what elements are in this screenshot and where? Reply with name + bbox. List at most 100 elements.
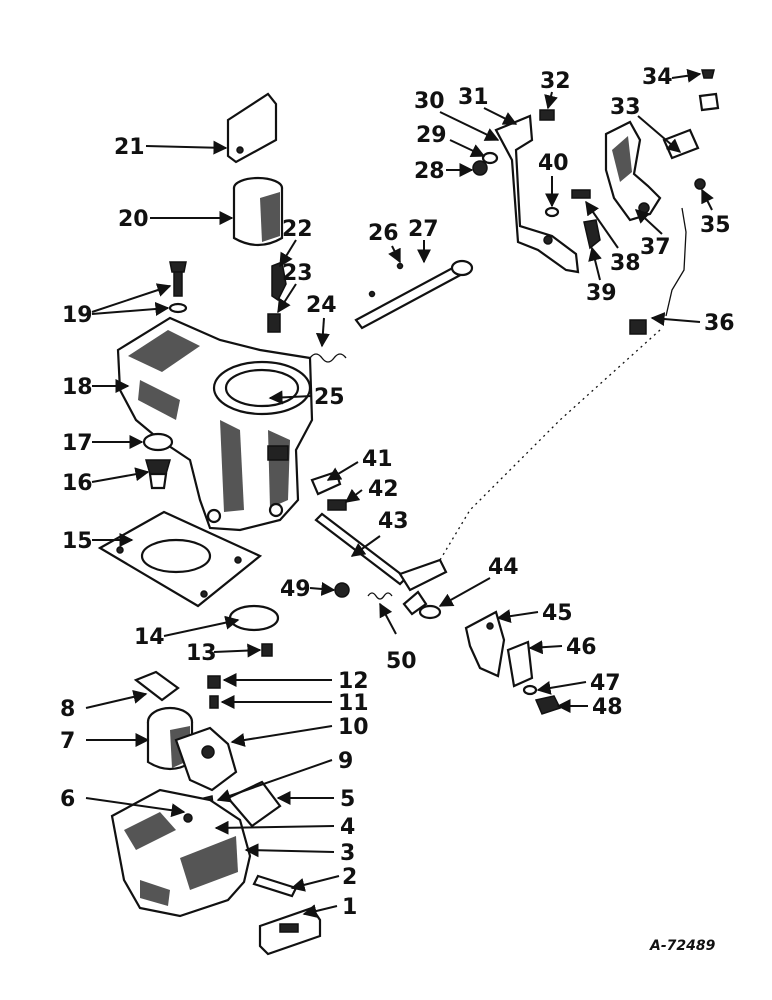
leader-36: [650, 312, 701, 327]
leader-24: [315, 317, 330, 348]
part-16-seat: [145, 459, 171, 490]
callout-13: 13: [186, 641, 217, 666]
leader-38: [585, 200, 619, 249]
callout-17: 17: [62, 431, 93, 456]
leader-39: [588, 246, 602, 281]
part-49-nut: [334, 582, 350, 598]
part-40-screw: [544, 206, 560, 218]
callout-50: 50: [386, 649, 417, 674]
callout-24: 24: [306, 293, 337, 318]
leader-16: [91, 467, 150, 483]
leader-2: [290, 875, 340, 892]
leader-23: [277, 283, 297, 314]
callout-25: 25: [314, 385, 345, 410]
leader-4: [214, 820, 335, 835]
callout-43: 43: [378, 509, 409, 534]
leader-32: [544, 91, 558, 110]
leader-21: [145, 140, 228, 155]
part-13-screw: [261, 643, 273, 657]
callout-3: 3: [340, 841, 355, 866]
part-42-screw: [327, 499, 347, 511]
leader-34: [671, 68, 702, 83]
reference-number: A-72489: [649, 938, 716, 954]
leader-37: [634, 209, 663, 235]
part-19-screw: [168, 261, 188, 314]
callout-5: 5: [340, 787, 355, 812]
callout-34: 34: [642, 65, 673, 90]
callout-41: 41: [362, 447, 393, 472]
part-48-nut: [534, 695, 562, 715]
callout-6: 6: [60, 787, 75, 812]
part-1-cover: [258, 906, 322, 956]
callout-29: 29: [416, 123, 447, 148]
part-8-float-hinge: [133, 670, 180, 702]
leader-25: [268, 390, 313, 405]
part-23-needle: [267, 313, 281, 333]
leader-33: [637, 115, 682, 153]
part-46-link: [506, 640, 534, 688]
leader-19b: [91, 302, 170, 316]
leader-30: [439, 111, 500, 141]
part-31-32-bracket: [494, 109, 580, 274]
leader-41: [326, 461, 359, 481]
callout-33: 33: [610, 95, 641, 120]
callout-42: 42: [368, 477, 399, 502]
part-29-washer: [481, 151, 499, 165]
leader-35: [701, 188, 714, 211]
leader-10: [230, 725, 333, 747]
callout-21: 21: [114, 135, 145, 160]
part-27-shaft: [354, 259, 474, 330]
callout-14: 14: [134, 625, 165, 650]
leader-22: [279, 239, 297, 268]
leader-14: [163, 615, 240, 637]
callout-7: 7: [60, 729, 75, 754]
part-5-gasket: [226, 780, 282, 828]
callout-11: 11: [338, 691, 369, 716]
callout-48: 48: [592, 695, 623, 720]
leader-50: [379, 602, 397, 635]
callout-8: 8: [60, 697, 75, 722]
callout-46: 46: [566, 635, 597, 660]
leader-lines: [85, 68, 714, 918]
part-24-spring: [309, 353, 347, 363]
part-50-spring: [367, 592, 393, 600]
callout-4: 4: [340, 815, 355, 840]
part-33-37-lever: [604, 120, 700, 222]
part-20-cylinder: [232, 176, 284, 247]
leader-49: [309, 581, 336, 596]
part-10-pump: [174, 726, 238, 792]
leader-29: [449, 139, 486, 157]
leader-13: [213, 643, 262, 658]
callout-1: 1: [342, 895, 357, 920]
part-3-bowl-body: [110, 788, 252, 918]
part-47-washer: [522, 684, 538, 696]
leader-31: [483, 107, 518, 125]
part-12-11-needle: [207, 675, 221, 709]
part-2-screw: [252, 874, 298, 898]
part-21-plate: [226, 92, 278, 164]
part-14-disc: [228, 604, 280, 632]
leader-8: [85, 690, 148, 709]
part-45-bracket: [464, 610, 506, 678]
callout-26: 26: [368, 221, 399, 246]
callout-9: 9: [338, 749, 353, 774]
part-illustrations: [97, 69, 720, 956]
callout-39: 39: [586, 281, 617, 306]
part-28-nut: [472, 160, 488, 176]
leader-46: [528, 640, 563, 655]
callout-36: 36: [704, 311, 735, 336]
callout-35: 35: [700, 213, 731, 238]
part-15-gasket: [97, 510, 263, 608]
callout-19: 19: [62, 303, 93, 328]
callout-30: 30: [414, 89, 445, 114]
leader-44: [438, 577, 491, 607]
callout-labels: 1 2 3 4 5 6 7 8 9 10 11 12 13 14 15 16 1…: [60, 65, 735, 954]
callout-28: 28: [414, 159, 445, 184]
leader-45: [496, 609, 539, 624]
callout-22: 22: [282, 217, 313, 242]
leader-6: [85, 797, 186, 818]
callout-38: 38: [610, 251, 641, 276]
callout-10: 10: [338, 715, 369, 740]
callout-40: 40: [538, 151, 569, 176]
callout-2: 2: [342, 865, 357, 890]
